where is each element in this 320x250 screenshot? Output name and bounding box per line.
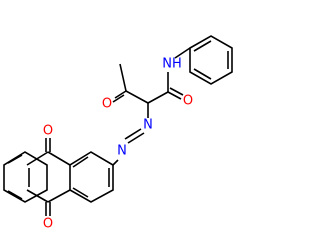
azo-bonds — [112, 128, 145, 166]
ketone-oxygen-label: O — [102, 97, 112, 112]
azo-nitrogen-2-label: N — [117, 144, 127, 159]
bond-nh-phenyl — [174, 47, 191, 59]
quinone-oxygen-top-label: O — [43, 124, 53, 139]
atom-labels: O O NH N N O O — [43, 57, 193, 232]
bond-azo-ring — [112, 159, 119, 166]
ring-right — [69, 151, 114, 203]
azo-nitrogen-1-label: N — [143, 118, 153, 133]
acetoacetanilide-bonds — [112, 47, 191, 118]
bond-ch-amide — [147, 91, 169, 104]
phenyl-ring — [189, 35, 233, 85]
bond-amide-co-b — [169, 87, 184, 96]
molecule-diagram: O O NH N N O O — [3, 35, 233, 232]
bond-azo-n1-n2-b — [124, 128, 142, 140]
quinone-oxygen-bottom-label: O — [43, 217, 53, 232]
bond-co-ketone-a — [114, 90, 127, 99]
anthraquinone — [3, 138, 114, 216]
amide-oxygen-label: O — [183, 94, 193, 109]
bond-methyl — [119, 63, 127, 92]
bond-azo-n1-n2-a — [127, 132, 145, 144]
ring-left — [3, 151, 48, 203]
bond-ketone-ch — [125, 90, 149, 104]
amide-nitrogen-label: NH — [162, 57, 182, 72]
bond-co-ketone-b — [112, 94, 125, 103]
bond-amide-co-a — [167, 91, 182, 100]
